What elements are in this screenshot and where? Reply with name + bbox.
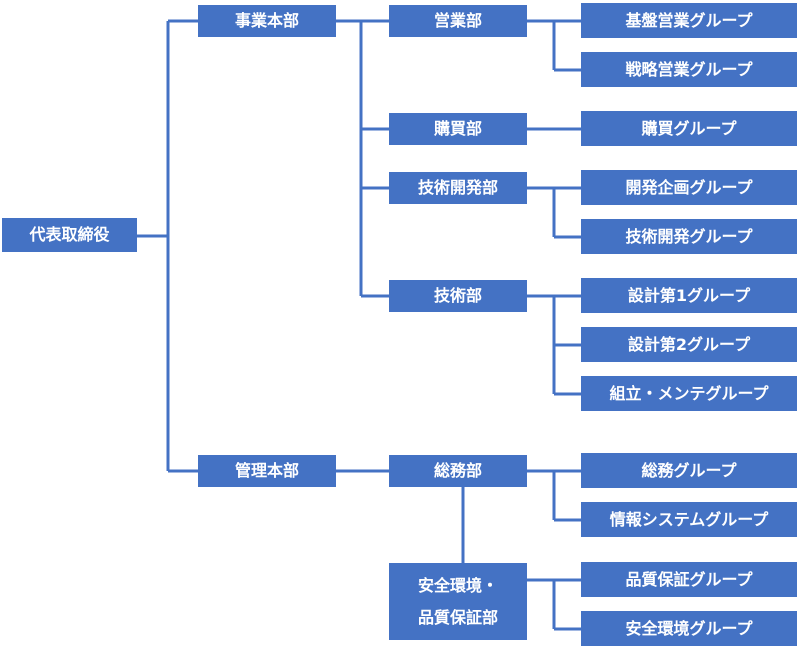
org-box-label: 購買部: [433, 119, 482, 139]
org-box-root: 代表取締役: [2, 218, 137, 252]
org-box-label: 技術部: [433, 286, 482, 306]
org-box-label: 総務グループ: [641, 460, 737, 480]
org-box-label: 情報システムグループ: [609, 509, 769, 529]
org-box-group: 購買グループ: [581, 111, 797, 146]
org-box-label-line1: 安全環境・: [417, 575, 498, 595]
org-box-label: 技術開発グループ: [625, 226, 753, 246]
org-box-group: 組立・メンテグループ: [581, 376, 797, 411]
org-box-group: 技術開発グループ: [581, 219, 797, 254]
org-box-label: 安全環境グループ: [625, 618, 753, 638]
org-box-group: 設計第1グループ: [581, 278, 797, 313]
org-box-group: 総務グループ: [581, 453, 797, 488]
org-box-label: 設計第1グループ: [627, 285, 751, 305]
org-box-dept-anzen-hinshitsu: 安全環境・ 品質保証部: [389, 563, 527, 640]
org-box-division-kanri: 管理本部: [198, 455, 336, 487]
org-box-group: 情報システムグループ: [581, 502, 797, 537]
org-box-group: 基盤営業グループ: [581, 3, 797, 38]
org-box-dept-gijutsu-kaihatsu: 技術開発部: [389, 172, 527, 204]
org-box-label-line2: 品質保証部: [417, 607, 498, 627]
org-box-label: 総務部: [433, 461, 482, 481]
org-box-group: 品質保証グループ: [581, 562, 797, 597]
org-box-dept-somu: 総務部: [389, 455, 527, 487]
org-box-label: 事業本部: [234, 11, 299, 31]
org-box-label: 戦略営業グループ: [625, 59, 753, 79]
org-box-dept-eigyo: 営業部: [389, 5, 527, 37]
org-box-dept-gijutsu: 技術部: [389, 280, 527, 312]
org-box-label: 購買グループ: [641, 118, 737, 138]
org-box-label: 設計第2グループ: [627, 334, 751, 354]
org-box-label: 技術開発部: [417, 178, 498, 198]
org-box-group: 開発企画グループ: [581, 170, 797, 205]
org-box-label: 営業部: [433, 11, 482, 31]
org-box-label: 開発企画グループ: [625, 177, 753, 197]
org-box-group: 設計第2グループ: [581, 327, 797, 362]
org-box-label: 基盤営業グループ: [625, 10, 753, 30]
org-box-group: 安全環境グループ: [581, 611, 797, 646]
org-box-label: 組立・メンテグループ: [609, 383, 769, 403]
org-box-dept-kobai: 購買部: [389, 113, 527, 145]
org-box-label: 代表取締役: [29, 225, 110, 245]
org-box-group: 戦略営業グループ: [581, 52, 797, 87]
org-box-division-jigyo: 事業本部: [198, 5, 336, 37]
org-box-label: 管理本部: [234, 461, 299, 481]
org-box-label: 品質保証グループ: [625, 569, 753, 589]
